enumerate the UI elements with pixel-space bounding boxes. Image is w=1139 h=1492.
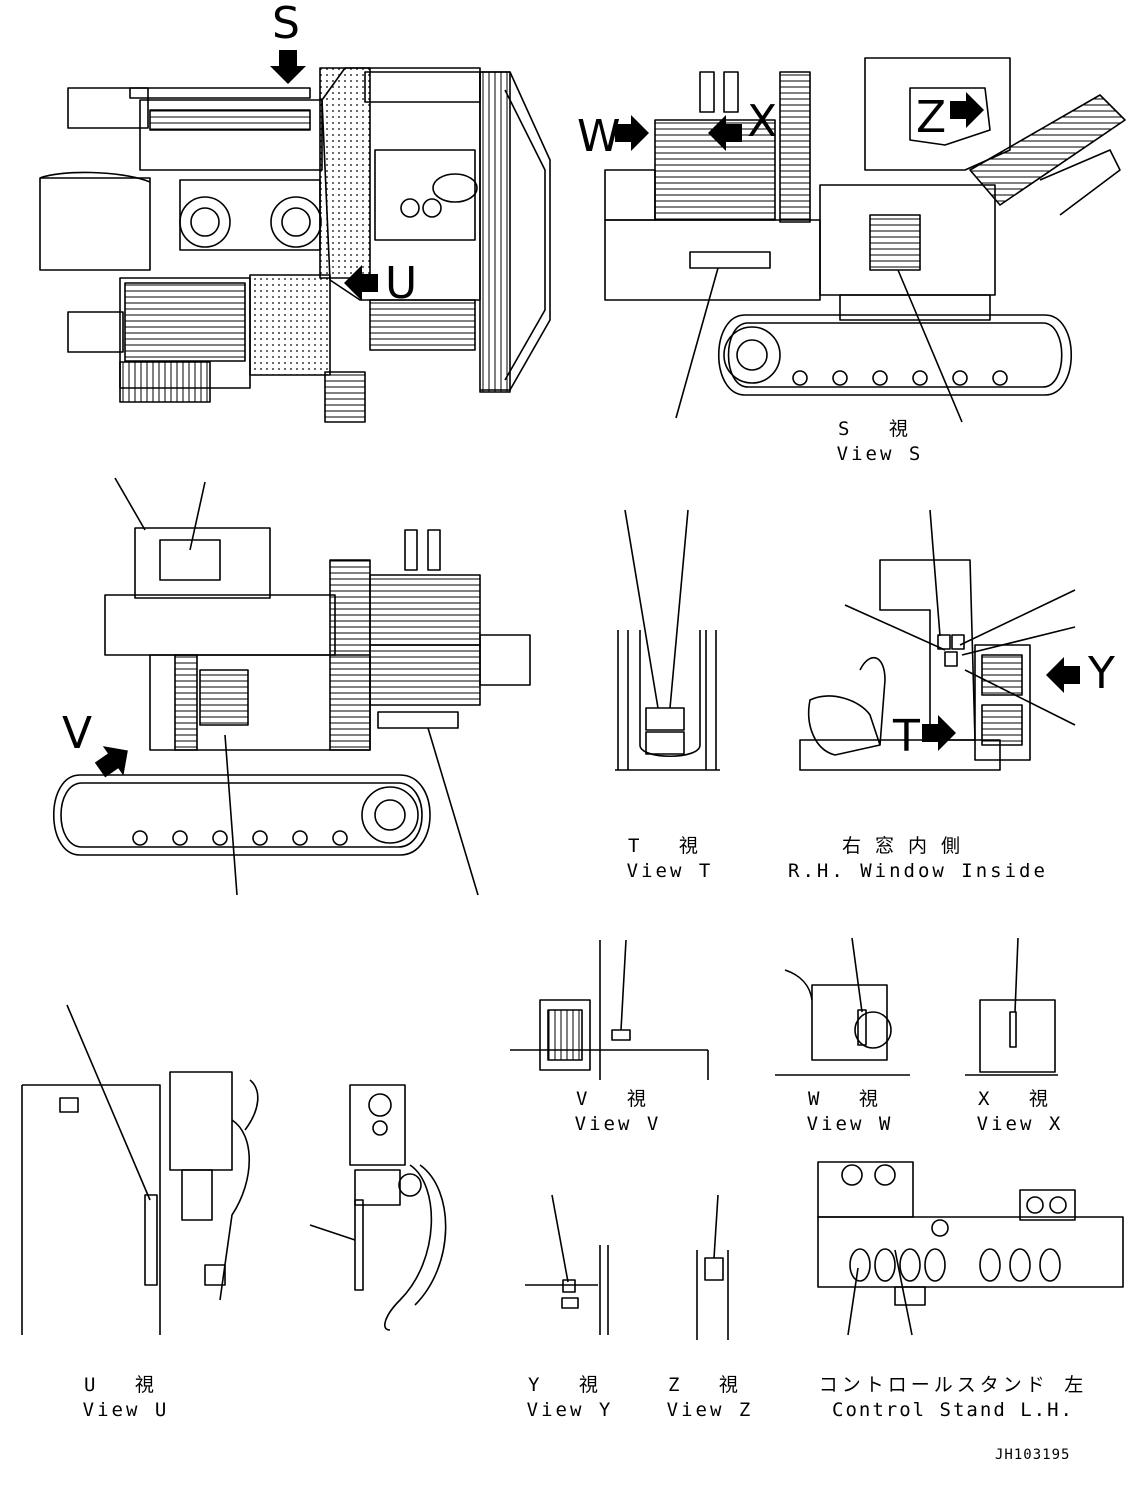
caption-view-w: W 視 View W — [800, 1087, 900, 1137]
view-letter-v: V — [62, 708, 93, 759]
caption-view-z-en: View Z — [666, 1399, 754, 1421]
view-letter-t: T — [893, 711, 920, 762]
caption-control-stand-en: Control Stand L.H. — [832, 1399, 1074, 1421]
view-y-drawing — [525, 1194, 609, 1335]
caption-view-x: X 視 View X — [970, 1087, 1070, 1137]
caption-view-v: V 視 View V — [568, 1087, 668, 1137]
caption-view-t-jp: T 視 — [628, 835, 712, 857]
top-view-drawing — [39, 67, 551, 423]
view-letter-w: W — [577, 111, 621, 162]
caption-view-t-en: View T — [626, 860, 714, 882]
caption-view-u-en: View U — [82, 1399, 170, 1421]
view-letter-y: Y — [1088, 648, 1115, 699]
caption-rh-window-en: R.H. Window Inside — [788, 860, 1048, 882]
caption-view-s-en: View S — [836, 443, 924, 465]
view-z-drawing — [696, 1194, 729, 1340]
caption-view-x-jp: X 視 — [978, 1088, 1062, 1110]
arrow-s — [269, 49, 307, 85]
caption-view-z: Z 視 View Z — [660, 1373, 760, 1423]
caption-view-v-en: View V — [574, 1113, 662, 1135]
caption-view-t: T 視 View T — [620, 834, 720, 884]
caption-view-s-jp: S 視 — [838, 418, 922, 440]
caption-view-s: S 視 View S — [830, 417, 930, 467]
arrow-v — [88, 734, 139, 786]
view-x-drawing — [965, 937, 1058, 1076]
view-w-drawing — [775, 937, 910, 1076]
view-s-drawing — [604, 57, 1126, 423]
caption-rh-window: 右窓内側 R.H. Window Inside — [788, 834, 1048, 884]
caption-control-stand-jp: コントロールスタンド 左 — [818, 1374, 1088, 1396]
caption-view-y-jp: Y 視 — [528, 1374, 612, 1396]
caption-view-z-jp: Z 視 — [668, 1374, 752, 1396]
view-letter-z: Z — [916, 92, 947, 143]
caption-view-v-jp: V 視 — [576, 1088, 660, 1110]
caption-view-u-jp: U 視 — [84, 1374, 168, 1396]
control-stand-drawing — [817, 1161, 1124, 1336]
caption-control-stand: コントロールスタンド 左 Control Stand L.H. — [818, 1373, 1088, 1423]
view-letter-x: X — [747, 96, 778, 147]
side-view-drawing — [53, 477, 531, 896]
view-t-drawing — [615, 509, 720, 771]
caption-rh-window-jp: 右窓内側 — [841, 835, 974, 857]
view-u-drawing — [21, 1004, 447, 1335]
drawing-code: JH103195 — [995, 1447, 1071, 1463]
caption-view-w-en: View W — [806, 1113, 894, 1135]
caption-view-x-en: View X — [976, 1113, 1064, 1135]
arrow-t — [921, 714, 957, 752]
view-v-drawing — [510, 939, 709, 1080]
view-letter-s: S — [272, 0, 300, 49]
caption-view-y-en: View Y — [526, 1399, 614, 1421]
arrow-z — [949, 91, 985, 129]
caption-view-u: U 視 View U — [76, 1373, 176, 1423]
caption-view-y: Y 視 View Y — [520, 1373, 620, 1423]
view-letter-u: U — [385, 258, 418, 309]
arrow-y — [1045, 656, 1081, 694]
caption-view-w-jp: W 視 — [808, 1088, 892, 1110]
